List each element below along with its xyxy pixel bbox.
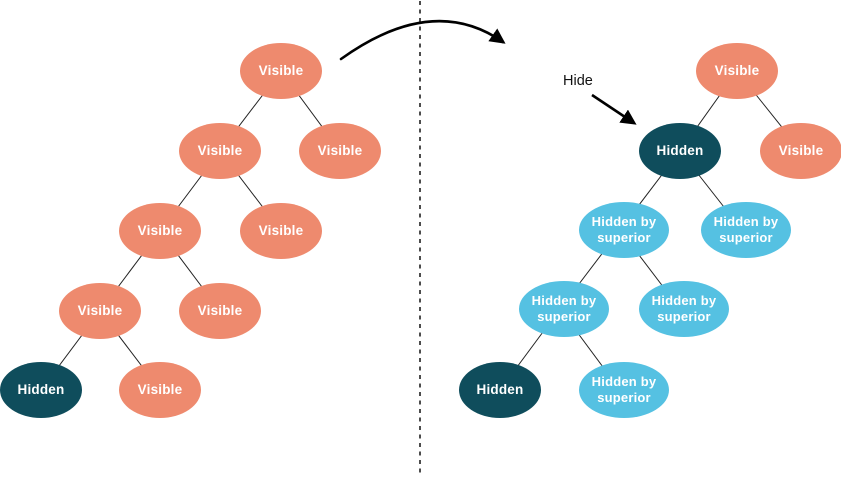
node-label: Hidden by superior bbox=[591, 373, 657, 405]
tree-node-hidden-by-superior: Hidden by superior bbox=[579, 362, 669, 418]
node-label: Hidden bbox=[17, 381, 65, 397]
node-label: Hidden by superior bbox=[591, 213, 657, 245]
tree-node-hidden-by-superior: Hidden by superior bbox=[579, 202, 669, 258]
transform-arrow bbox=[339, 19, 506, 61]
tree-node-hidden-by-superior: Hidden by superior bbox=[639, 281, 729, 337]
node-label: Visible bbox=[197, 142, 243, 158]
node-label: Visible bbox=[258, 222, 304, 238]
tree-node-visible: Visible bbox=[179, 123, 261, 179]
node-label: Hidden bbox=[656, 142, 704, 158]
node-label: Hidden by superior bbox=[713, 213, 779, 245]
tree-node-hidden: Hidden bbox=[639, 123, 721, 179]
tree-node-visible: Visible bbox=[299, 123, 381, 179]
node-label: Visible bbox=[197, 302, 243, 318]
node-label: Visible bbox=[778, 142, 824, 158]
node-label: Visible bbox=[137, 222, 183, 238]
tree-node-hidden-by-superior: Hidden by superior bbox=[701, 202, 791, 258]
node-label: Visible bbox=[258, 62, 304, 78]
node-label: Hidden by superior bbox=[531, 292, 597, 324]
node-label: Visible bbox=[137, 381, 183, 397]
tree-node-visible: Visible bbox=[119, 203, 201, 259]
node-label: Visible bbox=[714, 62, 760, 78]
node-label: Visible bbox=[317, 142, 363, 158]
tree-node-hidden-by-superior: Hidden by superior bbox=[519, 281, 609, 337]
hide-annotation-label: Hide bbox=[563, 73, 593, 89]
node-label: Hidden bbox=[476, 381, 524, 397]
tree-node-hidden: Hidden bbox=[0, 362, 82, 418]
tree-node-hidden: Hidden bbox=[459, 362, 541, 418]
tree-node-visible: Visible bbox=[59, 283, 141, 339]
tree-node-visible: Visible bbox=[240, 43, 322, 99]
hide-arrow bbox=[591, 93, 637, 125]
node-label: Hidden by superior bbox=[651, 292, 717, 324]
node-label: Visible bbox=[77, 302, 123, 318]
tree-node-visible: Visible bbox=[240, 203, 322, 259]
tree-node-visible: Visible bbox=[696, 43, 778, 99]
tree-node-visible: Visible bbox=[119, 362, 201, 418]
tree-node-visible: Visible bbox=[760, 123, 841, 179]
tree-node-visible: Visible bbox=[179, 283, 261, 339]
